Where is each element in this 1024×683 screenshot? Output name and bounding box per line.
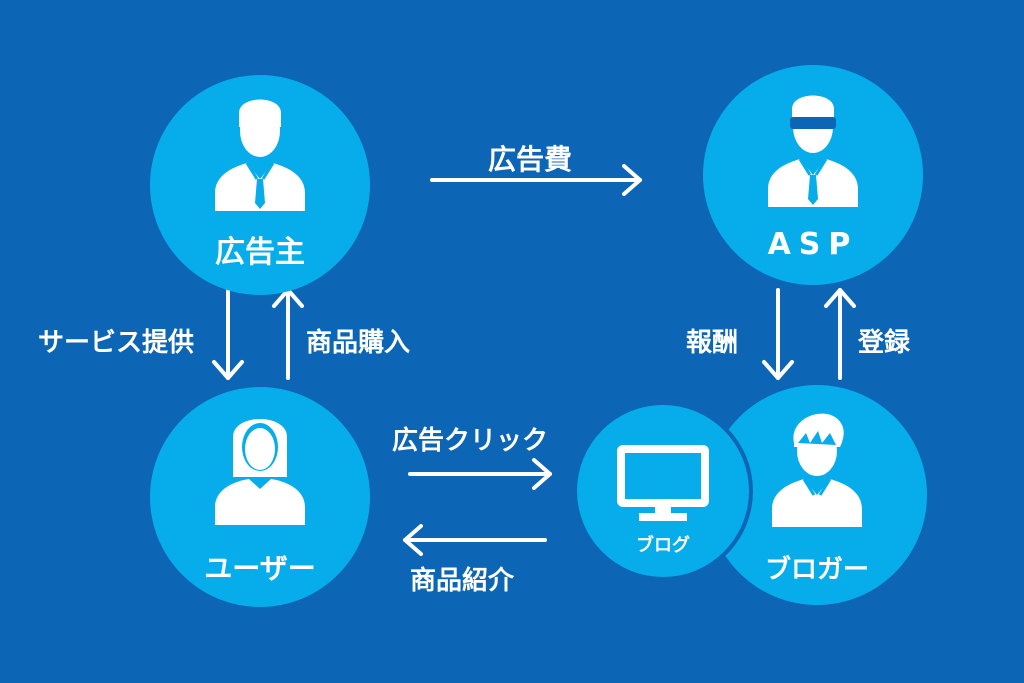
service-label: サービス提供	[38, 328, 195, 358]
user-label: ユーザー	[204, 552, 316, 585]
blogger-node: ブロガー	[707, 385, 927, 605]
woman-icon	[215, 419, 305, 525]
ad-click-label: 広告クリック	[392, 426, 549, 456]
purchase-label: 商品購入	[306, 328, 411, 358]
blog-label: ブログ	[636, 535, 690, 556]
young-man-icon	[772, 413, 862, 527]
product-intro-label: 商品紹介	[410, 566, 515, 596]
register-label: 登録	[858, 328, 911, 358]
reward-label: 報酬	[686, 328, 739, 358]
ad-click-arrow	[408, 458, 552, 490]
businessman-icon	[215, 99, 305, 211]
blog-node: ブログ	[577, 405, 749, 577]
sunglasses-man-icon	[768, 95, 858, 207]
advertiser-node: 広告主	[150, 75, 370, 295]
blogger-label: ブロガー	[764, 555, 869, 585]
advertiser-label: 広告主	[215, 235, 305, 270]
register-arrow	[824, 288, 856, 380]
user-node: ユーザー	[150, 387, 370, 607]
reward-arrow	[762, 288, 794, 380]
ad-fee-arrow	[430, 164, 642, 196]
ad-fee-label: 広告費	[488, 143, 573, 176]
purchase-arrow	[272, 288, 304, 380]
asp-node: ASP	[703, 65, 923, 285]
monitor-icon	[617, 445, 709, 521]
asp-label: ASP	[767, 227, 859, 262]
service-arrow	[212, 288, 244, 380]
product-intro-arrow	[403, 524, 547, 556]
